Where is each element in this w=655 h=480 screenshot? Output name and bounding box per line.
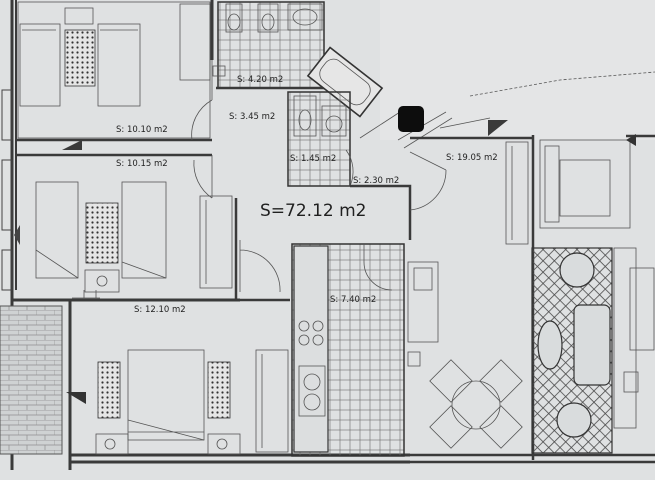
bedroom-1	[16, 1, 212, 150]
toilet-room	[287, 91, 354, 187]
bedroom-3	[66, 290, 290, 455]
wall-markers	[1, 89, 13, 291]
room-area-label: S: 12.10 m2	[134, 305, 186, 315]
room-area-label: S: 7.40 m2	[330, 295, 376, 305]
total-area-label: S=72.12 m2	[260, 201, 366, 221]
room-area-label: S: 19.05 m2	[446, 153, 498, 163]
room-area-label: S: 10.10 m2	[116, 125, 168, 135]
dining-set	[429, 359, 523, 449]
hall-doors	[191, 60, 281, 300]
entrance-marker	[398, 106, 424, 132]
sofa-area	[531, 247, 655, 454]
entrance-corridor	[350, 106, 508, 240]
room-area-label: S: 4.20 m2	[237, 75, 283, 85]
room-area-label: S: 2.30 m2	[353, 176, 399, 186]
bedroom-2	[14, 153, 233, 293]
living-room	[410, 71, 655, 245]
room-area-label: S: 1.45 m2	[290, 154, 336, 164]
bathroom	[212, 1, 340, 90]
room-area-label: S: 10.15 m2	[116, 159, 168, 169]
room-area-label: S: 3.45 m2	[229, 112, 275, 122]
balcony	[0, 305, 63, 455]
cabinet	[407, 261, 439, 367]
kitchen	[291, 243, 405, 457]
